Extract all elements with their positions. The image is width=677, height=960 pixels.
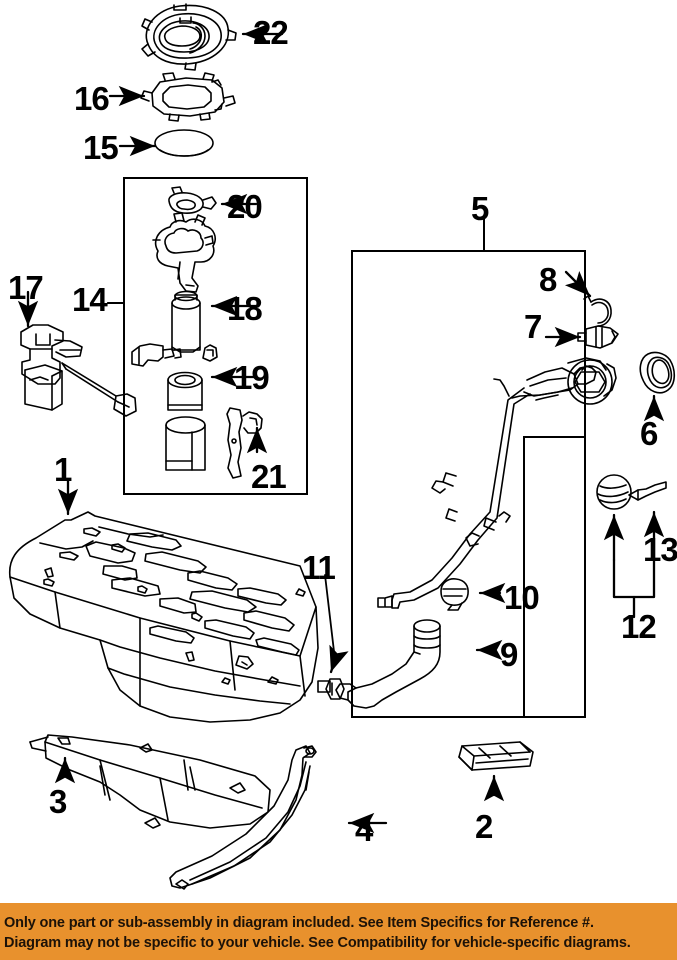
part-16-lock-plate <box>140 72 236 122</box>
part-1-fuel-tank <box>8 511 319 723</box>
callout-16: 16 <box>74 80 110 117</box>
part-22-pump-cover <box>141 3 237 71</box>
callout-17: 17 <box>8 269 44 306</box>
callout-18: 18 <box>227 290 263 327</box>
part-9-filler-hose <box>335 619 441 709</box>
callout-20: 20 <box>227 188 263 225</box>
group-box-14 <box>122 176 309 496</box>
callout-14: 14 <box>72 281 108 318</box>
part-small-clip <box>202 344 218 362</box>
callout-19: 19 <box>234 359 270 396</box>
disclaimer-line-2: Diagram may not be specific to your vehi… <box>4 935 631 951</box>
callout-8: 8 <box>539 261 557 298</box>
part-11-grommet <box>317 678 345 700</box>
callout-7: 7 <box>524 308 542 345</box>
callout-22: 22 <box>253 14 289 51</box>
group-box-5 <box>350 249 587 719</box>
part-15-seal-gasket <box>154 129 214 157</box>
callout-9: 9 <box>500 636 518 673</box>
callout-3: 3 <box>49 783 67 820</box>
callout-10: 10 <box>504 579 540 616</box>
part-12-13-cap-tether <box>596 474 667 510</box>
part-19-fuel-filter <box>167 371 203 411</box>
part-6-fuel-cap <box>639 351 676 394</box>
part-fuel-line-connector <box>131 343 182 367</box>
part-4-tank-strap <box>169 745 317 890</box>
part-filler-neck-tube <box>377 357 617 609</box>
callout-5: 5 <box>471 190 489 227</box>
callout-13: 13 <box>643 531 677 568</box>
callout-11: 11 <box>302 549 336 586</box>
part-17-fuel-filter-bracket <box>20 324 137 417</box>
part-fuel-pump-module-body <box>152 212 216 293</box>
callout-21: 21 <box>251 458 287 495</box>
callout-15: 15 <box>83 129 119 166</box>
part-3-tank-shield <box>29 734 271 829</box>
callout-12: 12 <box>621 608 657 645</box>
disclaimer-line-1: Only one part or sub-assembly in diagram… <box>4 915 594 932</box>
part-2-control-module <box>458 741 534 771</box>
part-18-electric-pump <box>171 290 201 353</box>
part-10-hose-clamp <box>440 578 469 611</box>
disclaimer-banner: Only one part or sub-assembly in diagram… <box>0 903 677 960</box>
part-8-hose-clip <box>583 295 612 327</box>
part-20-float-sender <box>168 186 217 214</box>
callout-2: 2 <box>475 808 493 845</box>
callout-6: 6 <box>640 415 658 452</box>
part-7-vent-valve <box>577 325 619 349</box>
callout-1: 1 <box>54 451 72 488</box>
exploded-parts-illustration <box>8 3 676 890</box>
part-fuel-reservoir <box>165 416 206 471</box>
callout-4: 4 <box>355 811 373 848</box>
